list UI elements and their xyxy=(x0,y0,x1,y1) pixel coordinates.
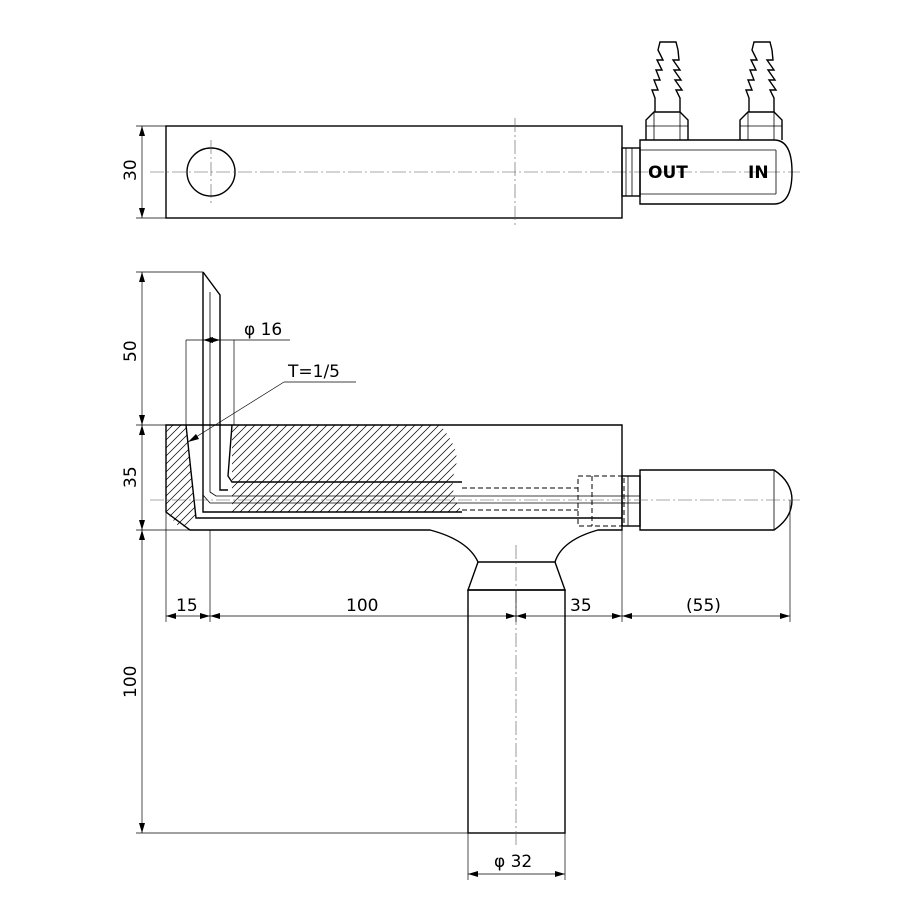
hatch-line xyxy=(166,425,196,528)
dim-nozzle-length: (55) xyxy=(686,596,721,616)
hatch-line xyxy=(319,425,421,512)
hatch-line xyxy=(166,425,187,528)
svg-text:φ 32: φ 32 xyxy=(494,852,532,872)
hatch-line xyxy=(407,425,462,512)
hatch-line xyxy=(455,425,462,512)
front-body xyxy=(165,424,623,563)
dim-left-offset: 15 xyxy=(176,596,198,616)
taper-callout: T=1/5 xyxy=(187,362,356,443)
hatch-line xyxy=(166,425,196,528)
hatch-line xyxy=(232,425,277,512)
svg-text:φ 16: φ 16 xyxy=(244,320,282,340)
hatch-line xyxy=(166,425,196,528)
hatch-line xyxy=(232,425,269,512)
hatch-line xyxy=(232,425,253,512)
dim-pipe-length: 50 xyxy=(121,271,203,426)
hatch-line xyxy=(263,425,365,512)
out-label: OUT xyxy=(648,163,688,183)
hatch-line xyxy=(232,425,261,512)
hatch-line xyxy=(232,425,285,512)
hatch-line xyxy=(335,425,437,512)
hatch-line xyxy=(327,425,429,512)
svg-text:30: 30 xyxy=(121,159,141,181)
hatch-line xyxy=(303,425,405,512)
hatch-line xyxy=(232,425,293,512)
hatch-line xyxy=(171,425,196,528)
front-view: 50 35 φ 16 T=1/5 xyxy=(121,271,800,880)
hatch-line xyxy=(166,425,195,528)
hatch-line xyxy=(447,425,462,512)
hatch-line xyxy=(399,425,462,512)
hatch-line xyxy=(271,425,373,512)
hatch-line xyxy=(415,425,462,512)
top-view: OUT IN 30 xyxy=(121,41,800,226)
dim-horizontal-row: 15 100 35 (55) xyxy=(165,500,791,622)
hatch-line xyxy=(166,425,196,528)
hatch-line xyxy=(391,425,462,512)
hatch-line xyxy=(311,425,413,512)
dim-body-height: 35 xyxy=(121,425,190,531)
hatch-line xyxy=(166,425,171,528)
hatch-line xyxy=(232,425,301,512)
hatch-line xyxy=(279,425,381,512)
hatch-line xyxy=(480,420,580,520)
dim-body-length: 100 xyxy=(346,596,378,616)
hatch-line xyxy=(166,425,196,528)
hatch-line xyxy=(351,425,453,512)
shank xyxy=(467,589,566,834)
hatch-line xyxy=(247,425,349,512)
hatch-line xyxy=(343,425,445,512)
hatch-line xyxy=(472,420,572,520)
nozzle-neck xyxy=(621,475,641,527)
hatch-line xyxy=(195,425,196,528)
dim-top-height: 30 xyxy=(121,125,166,219)
manifold-block xyxy=(639,139,793,205)
hose-fitting-out xyxy=(645,41,689,140)
hatch-line xyxy=(166,425,196,528)
hatch-line xyxy=(359,425,461,512)
hatch-line xyxy=(255,425,357,512)
svg-text:35: 35 xyxy=(121,466,141,488)
hatch-line xyxy=(295,425,397,512)
hatch-line xyxy=(464,420,564,520)
hatch-line xyxy=(232,425,237,512)
hatch-line xyxy=(239,425,341,512)
in-label: IN xyxy=(748,163,769,183)
dim-shank-offset: 35 xyxy=(570,596,592,616)
hatch-line xyxy=(423,425,462,512)
hose-fitting-in xyxy=(739,41,783,140)
hatch-line xyxy=(287,425,389,512)
dim-pipe-diameter: φ 16 xyxy=(185,320,290,425)
hatch-line xyxy=(187,425,196,528)
dim-shank-diameter: φ 32 xyxy=(467,833,566,880)
hatch-line xyxy=(232,425,325,512)
svg-text:T=1/5: T=1/5 xyxy=(287,362,340,382)
hatch-line xyxy=(232,425,309,512)
hatch-line xyxy=(232,425,333,512)
hatch-line xyxy=(383,425,462,512)
hatch-line xyxy=(431,425,462,512)
svg-text:100: 100 xyxy=(121,666,141,698)
dim-shank-length: 100 xyxy=(121,530,468,834)
svg-text:50: 50 xyxy=(121,340,141,362)
hatch-line xyxy=(375,425,462,512)
hatch-line xyxy=(439,425,462,512)
hatch-line xyxy=(367,425,462,512)
shank-neck xyxy=(467,561,566,591)
